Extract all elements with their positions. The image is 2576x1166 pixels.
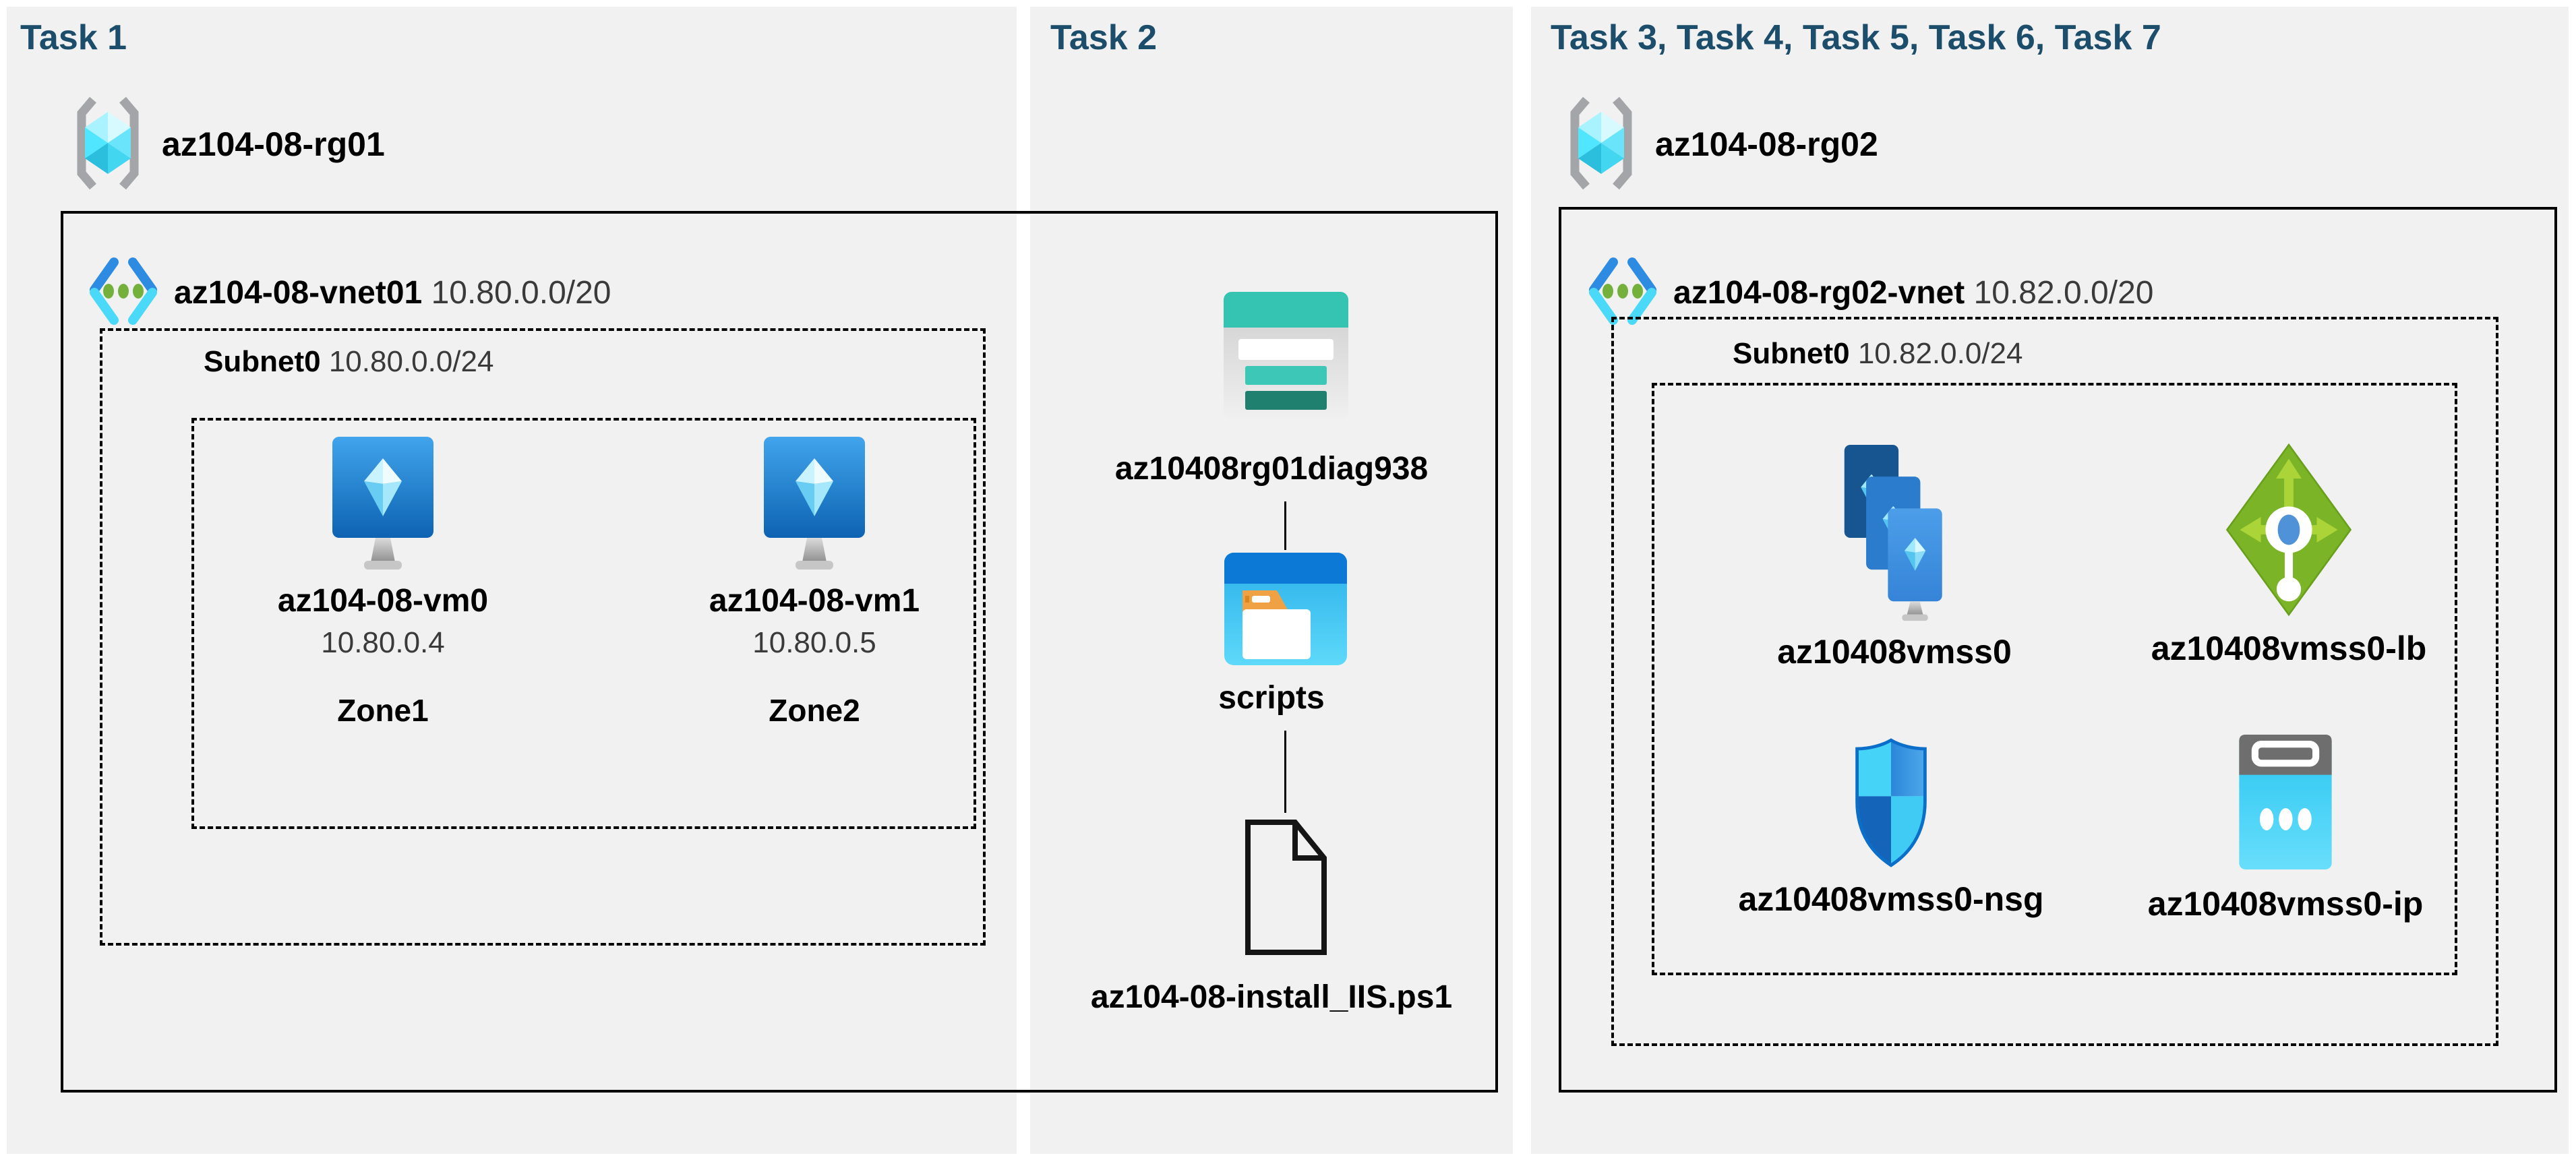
- load-balancer-icon: [2225, 441, 2353, 618]
- resource-name: az10408vmss0-nsg: [1738, 880, 2044, 918]
- subnet-box: [100, 328, 986, 946]
- script-file-name: az104-08-install_IIS.ps1: [1090, 979, 1453, 1015]
- vnet-name: az104-08-vnet01: [174, 275, 423, 311]
- vnet-label: az104-08-vnet01 10.80.0.0/20: [174, 274, 611, 311]
- vm0-cell: az104-08-vm0 10.80.0.4 Zone1: [208, 437, 558, 729]
- ip-cell: az10408vmss0-ip: [2097, 735, 2474, 923]
- task3-title: Task 3, Task 4, Task 5, Task 6, Task 7: [1551, 18, 2161, 57]
- task1-panel: [7, 7, 1017, 1154]
- resource-name: az10408vmss0-ip: [2147, 885, 2424, 923]
- vm-group-box: [191, 418, 976, 829]
- container-name: scripts: [1218, 680, 1325, 716]
- virtual-machine-icon: [764, 437, 865, 572]
- space: [321, 345, 329, 378]
- resource-group-icon: [1561, 94, 1642, 192]
- resource-name: az10408vmss0-lb: [2151, 630, 2427, 667]
- vnet-name: az104-08-rg02-vnet: [1673, 275, 1965, 311]
- vm-zone: Zone1: [337, 693, 429, 728]
- resource-group-name: az104-08-rg01: [162, 125, 385, 163]
- subnet-cidr: 10.82.0.0/24: [1857, 337, 2023, 370]
- vm-name: az104-08-vm1: [709, 583, 920, 619]
- virtual-machine-icon: [332, 437, 433, 572]
- subnet-name: Subnet0: [204, 345, 321, 378]
- resource-name: az10408vmss0: [1777, 633, 2012, 671]
- vmss-cell: az10408vmss0: [1706, 445, 2083, 671]
- subnet-name: Subnet0: [1733, 337, 1850, 370]
- blob-container-icon: [1224, 553, 1347, 665]
- storage-account-name: az10408rg01diag938: [1114, 451, 1429, 487]
- lb-cell: az10408vmss0-lb: [2100, 441, 2478, 668]
- virtual-network-icon: [1586, 257, 1660, 325]
- vnet-boundary-box: [1559, 207, 2557, 1093]
- script-file-icon: [1244, 818, 1328, 956]
- public-ip-icon: [2238, 735, 2333, 869]
- vm-ip: 10.80.0.5: [752, 626, 876, 659]
- resource-group-name: az104-08-rg02: [1655, 125, 1878, 163]
- subnet-label: Subnet0 10.80.0.0/24: [204, 345, 493, 379]
- storage-account-icon: [1224, 292, 1348, 420]
- vm-name: az104-08-vm0: [277, 583, 489, 619]
- vnet-cidr: 10.80.0.0/20: [431, 275, 611, 311]
- resource-group-inner-box: [1652, 383, 2457, 975]
- network-security-group-icon: [1850, 738, 1932, 867]
- subnet-cidr: 10.80.0.0/24: [328, 345, 494, 378]
- vm1-cell: az104-08-vm1 10.80.0.5 Zone2: [639, 437, 990, 729]
- vnet-label: az104-08-rg02-vnet 10.82.0.0/20: [1673, 274, 2153, 311]
- vnet-cidr: 10.82.0.0/20: [1973, 275, 2154, 311]
- resource-group-icon: [67, 94, 148, 192]
- space: [422, 275, 431, 311]
- vm-ip: 10.80.0.4: [321, 626, 445, 659]
- connector-line: [1284, 501, 1286, 550]
- virtual-network-icon: [86, 257, 160, 325]
- nsg-cell: az10408vmss0-nsg: [1702, 738, 2080, 919]
- space: [1850, 337, 1858, 370]
- vnet-boundary-box: [61, 211, 1498, 1093]
- task1-title: Task 1: [20, 18, 127, 57]
- space: [1965, 275, 1973, 311]
- task3-panel: [1531, 7, 2569, 1154]
- vm-zone: Zone2: [769, 693, 860, 728]
- vm-scale-set-icon: [1840, 445, 1948, 621]
- subnet-label: Subnet0 10.82.0.0/24: [1733, 337, 2023, 371]
- subnet-box: [1611, 317, 2498, 1046]
- connector-line: [1284, 731, 1286, 813]
- task2-title: Task 2: [1050, 18, 1158, 57]
